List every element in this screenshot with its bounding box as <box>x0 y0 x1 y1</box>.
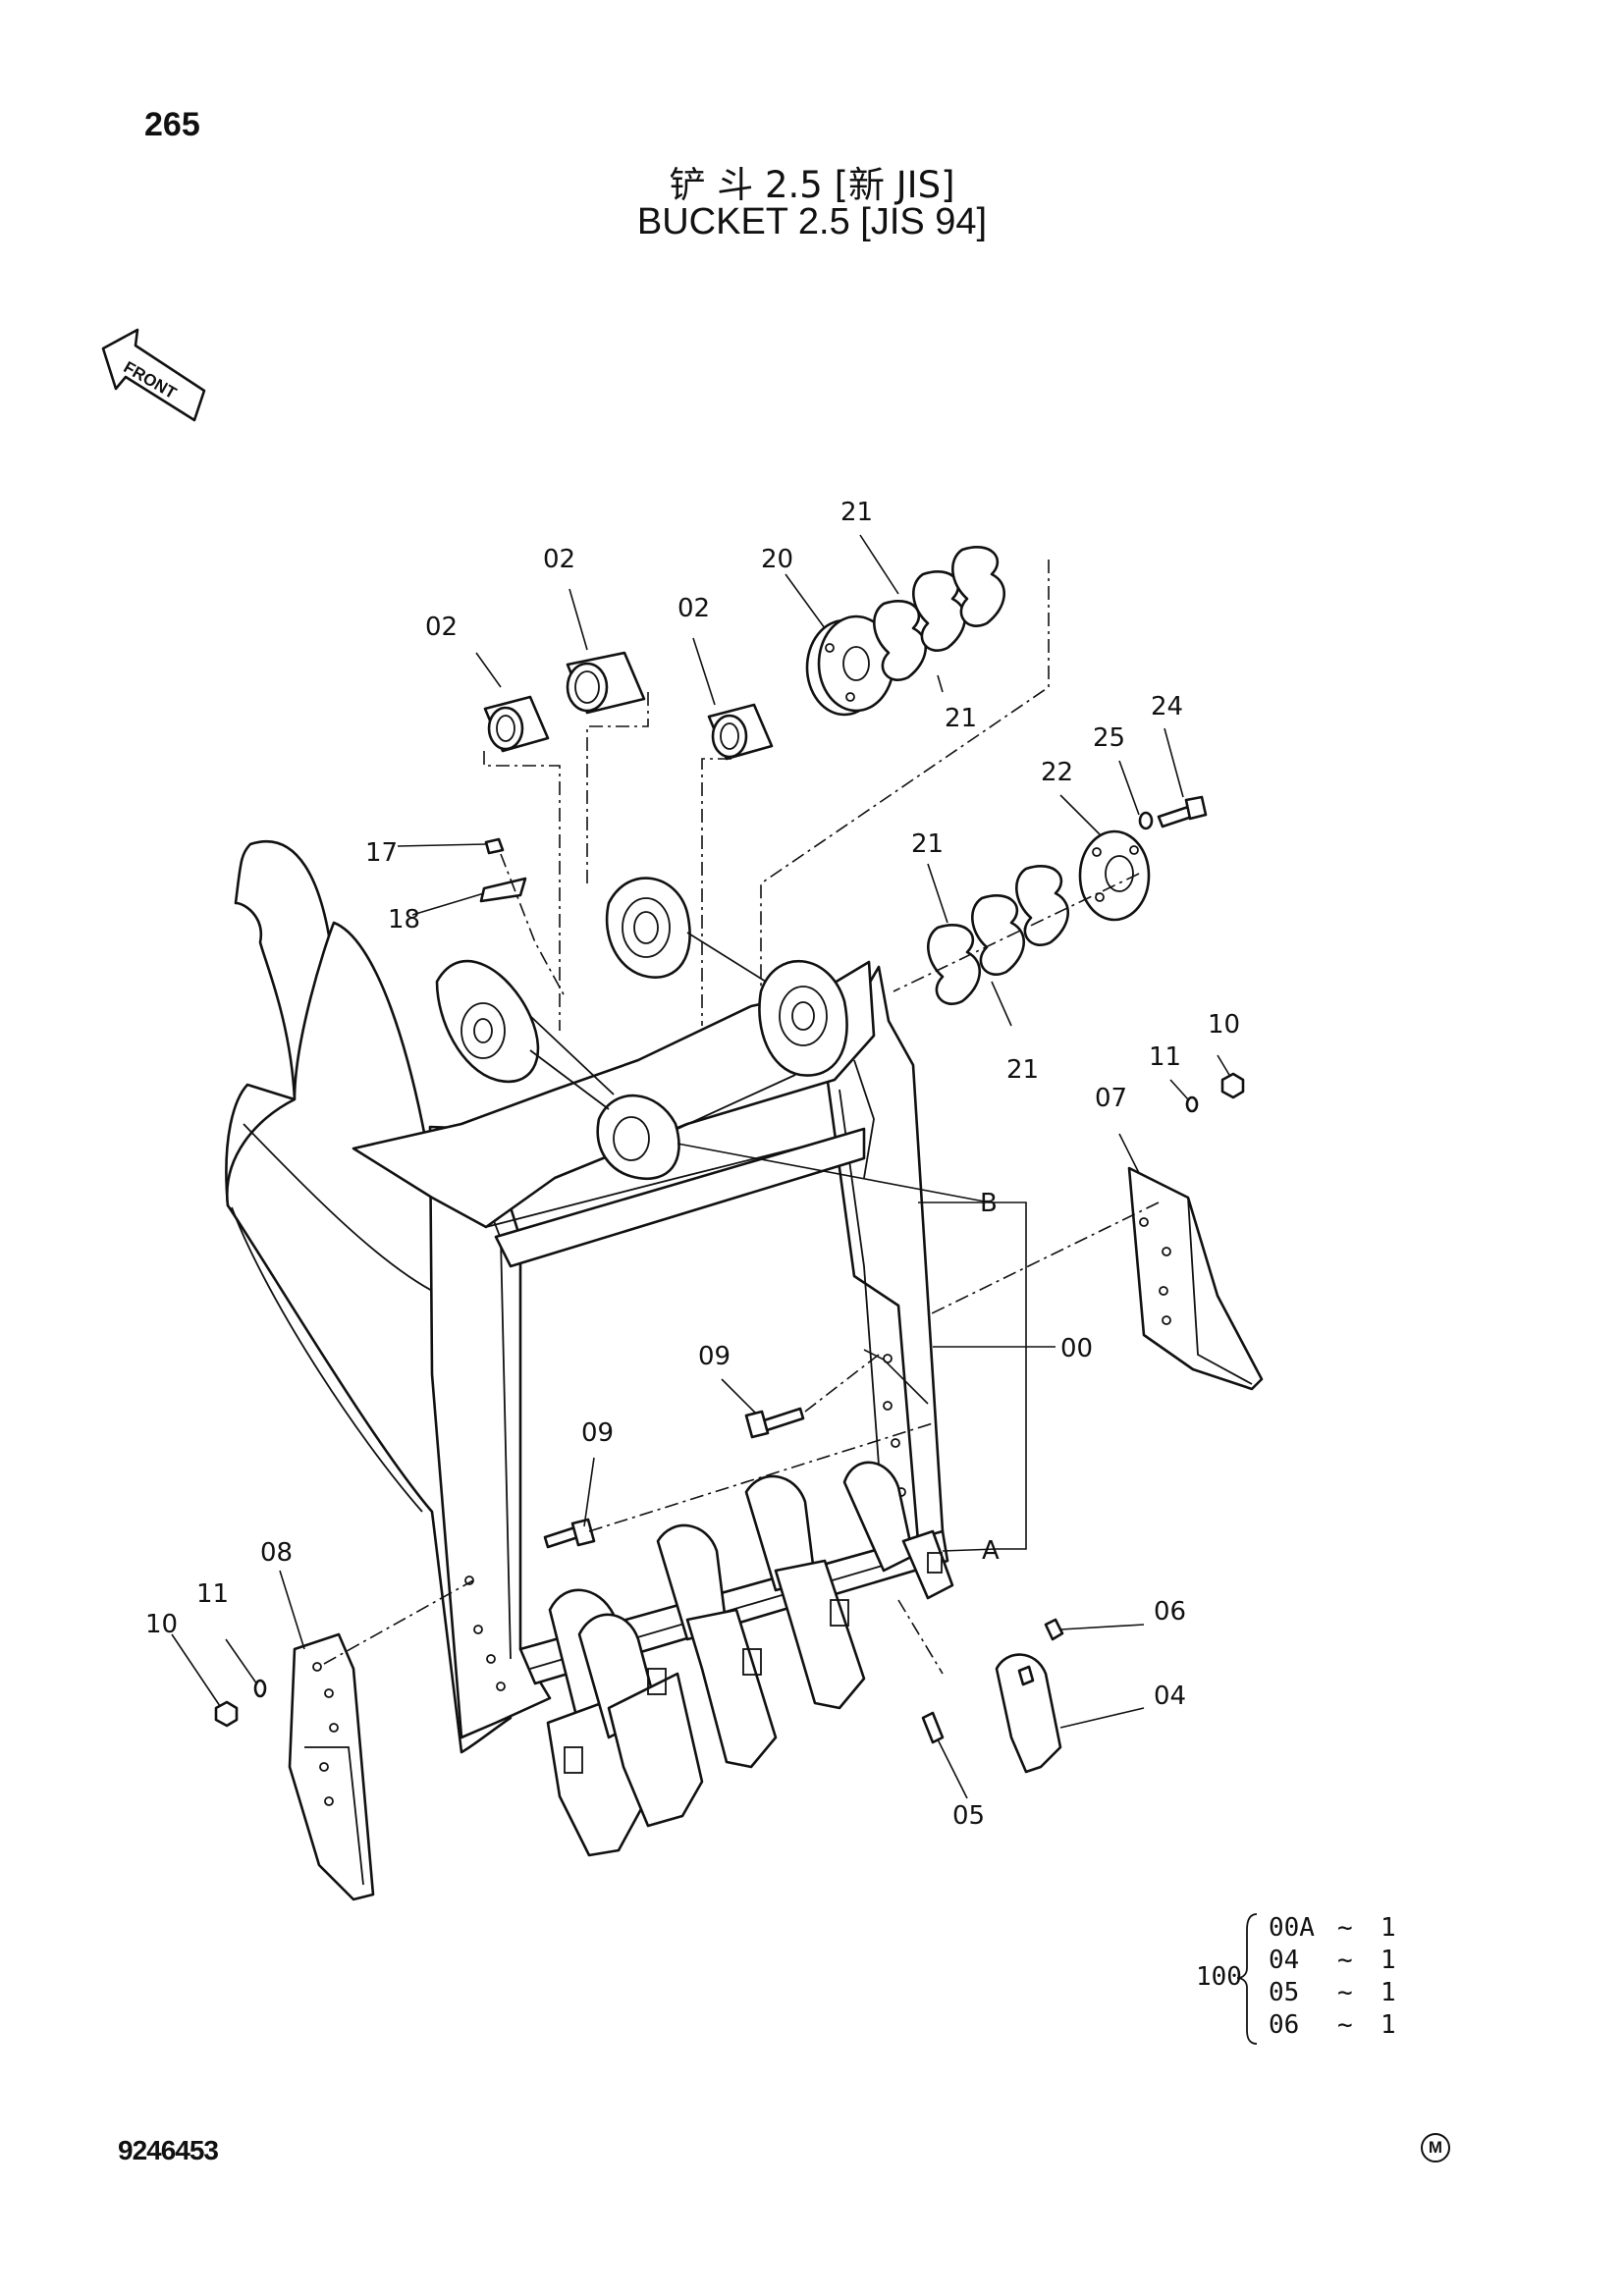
callout-11-right: 11 <box>1149 1042 1181 1072</box>
m-mark-icon: M <box>1421 2133 1450 2163</box>
page-number: 265 <box>144 106 200 143</box>
callout-02a: 02 <box>425 613 458 642</box>
kit-row-2-sep: ~ <box>1337 1946 1353 1975</box>
bolt-09-right <box>744 1407 805 1439</box>
side-cutter-08 <box>288 1632 375 1901</box>
washer-11-left <box>253 1679 267 1698</box>
title-english: BUCKET 2.5 [JIS 94] <box>636 201 988 242</box>
bolt-24 <box>1157 795 1208 828</box>
nut-10-left <box>214 1700 239 1728</box>
kit-row-1-part: 00A <box>1269 1913 1315 1943</box>
callout-06: 06 <box>1154 1597 1186 1627</box>
callout-21c: 21 <box>911 829 944 859</box>
washer-11-right <box>1185 1095 1199 1113</box>
callout-00: 00 <box>1060 1334 1093 1363</box>
title-chinese: 铲 斗 2.5 [新 JIS] <box>669 164 955 206</box>
tooth-adapter-5 <box>842 1461 954 1600</box>
callout-08: 08 <box>260 1538 293 1568</box>
callout-21b: 21 <box>945 704 977 733</box>
callout-09-right: 09 <box>698 1342 731 1371</box>
kit-row-1-sep: ~ <box>1337 1913 1353 1943</box>
callout-24: 24 <box>1151 692 1183 721</box>
front-arrow-icon: FRONT <box>101 328 206 422</box>
tooth-adapter-2 <box>577 1613 704 1828</box>
kit-table: 100 00A ~ 1 04 ~ 1 05 ~ 1 06 ~ 1 <box>1196 1913 1396 2045</box>
callout-18: 18 <box>388 905 420 934</box>
callout-09-left: 09 <box>581 1418 614 1448</box>
callout-10-left: 10 <box>145 1610 178 1639</box>
bushing-02-c <box>707 703 774 761</box>
callout-11-left: 11 <box>196 1579 229 1609</box>
callout-20: 20 <box>761 545 793 574</box>
kit-row-1-qty: 1 <box>1380 1913 1396 1943</box>
bucket-pin-boss-lower <box>596 1094 680 1181</box>
side-cutter-07 <box>1127 1166 1264 1391</box>
washer-25 <box>1138 811 1154 830</box>
callout-04: 04 <box>1154 1682 1186 1711</box>
bushing-02-a <box>483 695 550 753</box>
shims-21-lower <box>927 865 1070 1005</box>
callouts: 02 02 02 20 21 21 21 21 24 25 22 17 18 1… <box>145 498 1240 1831</box>
tooth-adapter-3 <box>656 1523 778 1769</box>
callout-17: 17 <box>365 838 398 868</box>
callout-25: 25 <box>1093 723 1125 753</box>
callout-10-right: 10 <box>1208 1010 1240 1040</box>
kit-brace <box>1236 1913 1258 2045</box>
kit-row-2-part: 04 <box>1269 1946 1299 1975</box>
callout-21a: 21 <box>840 498 873 527</box>
callout-21d: 21 <box>1006 1055 1039 1085</box>
callout-05: 05 <box>952 1801 985 1831</box>
callout-02c: 02 <box>677 594 710 623</box>
plate-18 <box>479 877 527 903</box>
bucket-pin-boss-left <box>435 959 540 1084</box>
kit-row-3-qty: 1 <box>1380 1978 1396 2007</box>
kit-row-4-part: 06 <box>1269 2010 1299 2040</box>
lock-06 <box>1044 1618 1064 1641</box>
assembly-lines <box>323 560 1160 1675</box>
callout-07: 07 <box>1095 1084 1127 1113</box>
kit-row-3-sep: ~ <box>1337 1978 1353 2007</box>
screw-17 <box>484 837 505 855</box>
plate-22 <box>1078 829 1151 922</box>
bushing-02-b <box>566 651 646 715</box>
shims-21-upper <box>873 546 1006 681</box>
tooth-adapter-4 <box>744 1474 866 1710</box>
bolt-09-left <box>543 1518 596 1549</box>
kit-row-4-sep: ~ <box>1337 2010 1353 2040</box>
bucket-body <box>225 839 949 1754</box>
callout-22: 22 <box>1041 758 1073 787</box>
bucket-teeth <box>546 1461 954 1857</box>
nut-10-right <box>1220 1072 1245 1099</box>
callout-02b: 02 <box>543 545 575 574</box>
kit-row-4-qty: 1 <box>1380 2010 1396 2040</box>
bucket-pin-boss-right <box>758 959 848 1077</box>
callout-ref-B: B <box>980 1189 998 1218</box>
leader-lines <box>171 534 1230 1799</box>
kit-row-2-qty: 1 <box>1380 1946 1396 1975</box>
pin-05 <box>921 1711 945 1744</box>
kit-label: 100 <box>1196 1962 1242 1992</box>
bucket-pin-boss-upper <box>605 877 691 979</box>
tooth-point-04 <box>995 1653 1062 1774</box>
callout-ref-A: A <box>982 1536 1000 1566</box>
document-number: 9246453 <box>118 2135 219 2165</box>
kit-row-3-part: 05 <box>1269 1978 1299 2007</box>
